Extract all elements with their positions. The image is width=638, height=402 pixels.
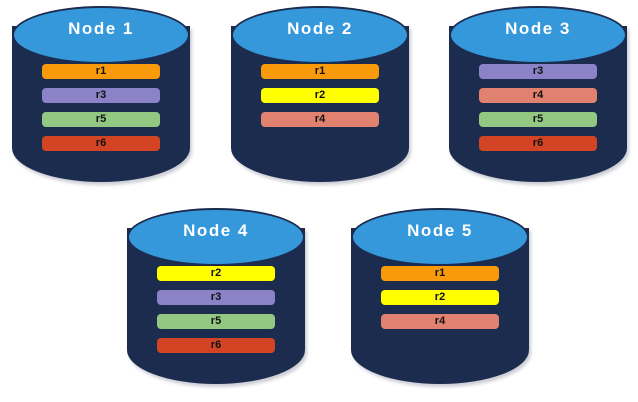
replica-list: r1 r2 r4	[381, 266, 499, 338]
cylinder-top-icon	[127, 208, 305, 266]
replica-bar[interactable]: r6	[157, 338, 275, 353]
replica-bar[interactable]: r2	[261, 88, 379, 103]
replica-bar[interactable]: r2	[381, 290, 499, 305]
replica-list: r3 r4 r5 r6	[479, 64, 597, 160]
replica-bar[interactable]: r2	[157, 266, 275, 281]
replica-bar[interactable]: r3	[479, 64, 597, 79]
replica-bar[interactable]: r1	[381, 266, 499, 281]
replica-list: r1 r2 r4	[261, 64, 379, 136]
cylinder-top-icon	[449, 6, 627, 64]
cylinder-top-icon	[12, 6, 190, 64]
replica-bar[interactable]: r6	[479, 136, 597, 151]
replica-bar[interactable]: r6	[42, 136, 160, 151]
replica-list: r2 r3 r5 r6	[157, 266, 275, 362]
replica-bar[interactable]: r1	[261, 64, 379, 79]
replica-bar[interactable]: r5	[479, 112, 597, 127]
replica-bar[interactable]: r5	[157, 314, 275, 329]
replica-bar[interactable]: r5	[42, 112, 160, 127]
replica-bar[interactable]: r1	[42, 64, 160, 79]
replica-bar[interactable]: r4	[381, 314, 499, 329]
replica-list: r1 r3 r5 r6	[42, 64, 160, 160]
replica-bar[interactable]: r4	[261, 112, 379, 127]
replica-bar[interactable]: r3	[157, 290, 275, 305]
replica-bar[interactable]: r4	[479, 88, 597, 103]
cylinder-top-icon	[351, 208, 529, 266]
cylinder-top-icon	[231, 6, 409, 64]
replica-bar[interactable]: r3	[42, 88, 160, 103]
